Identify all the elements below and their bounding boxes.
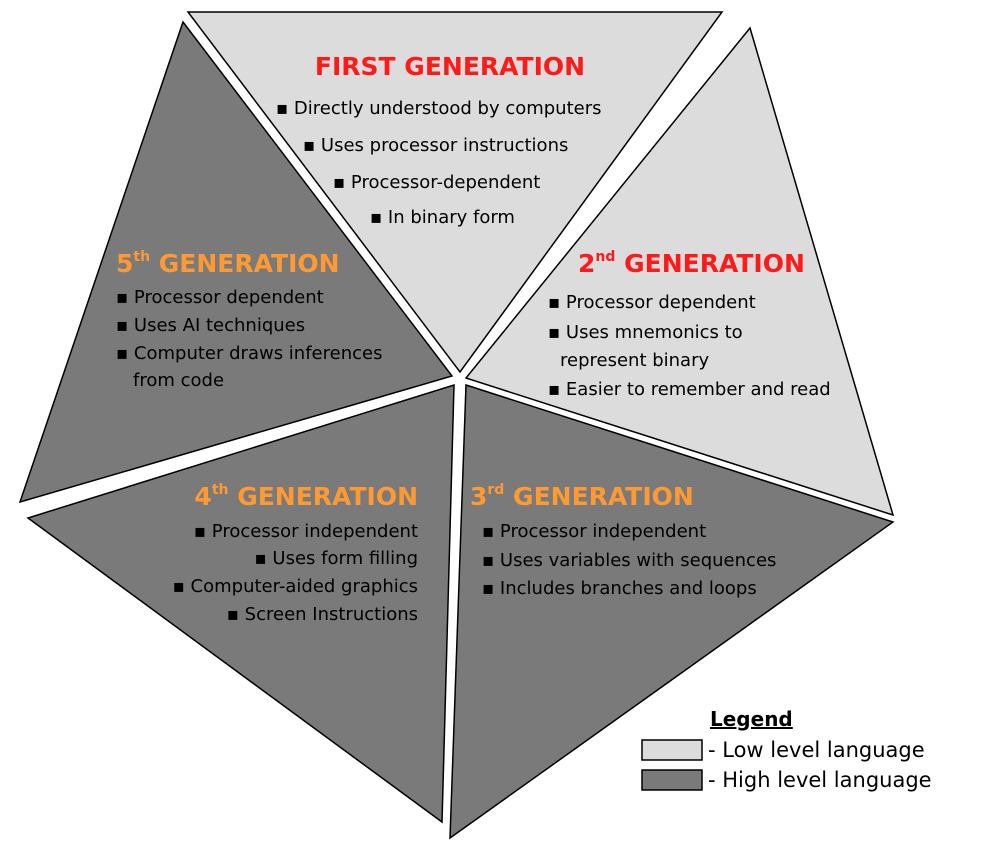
second-bullet-1: ▪ Processor dependent (548, 292, 756, 313)
fourth-bullet-3: ▪ Computer-aided graphics (173, 576, 418, 597)
second-generation-segment (464, 26, 895, 517)
legend-swatch-low-level (641, 739, 703, 761)
second-bullet-3: represent binary (560, 350, 709, 371)
first-bullet-2: ▪ Uses processor instructions (303, 135, 568, 156)
third-generation-segment (449, 383, 895, 840)
fifth-generation-segment (18, 20, 454, 504)
second-generation-title: 2nd GENERATION (578, 249, 805, 278)
fifth-bullet-3: ▪ Computer draws inferences (116, 343, 382, 364)
legend: Legend - Low level language - High level… (641, 707, 932, 792)
first-bullet-1: ▪ Directly understood by computers (276, 98, 602, 119)
second-bullet-4: ▪ Easier to remember and read (548, 379, 831, 400)
third-bullet-3: ▪ Includes branches and loops (482, 578, 757, 599)
first-bullet-3: ▪ Processor-dependent (333, 172, 540, 193)
fourth-bullet-1: ▪ Processor independent (194, 521, 418, 542)
first-generation-title: FIRST GENERATION (315, 52, 585, 81)
legend-label-low-level: - Low level language (708, 738, 925, 762)
first-bullet-4: ▪ In binary form (370, 207, 515, 228)
third-generation-title: 3rd GENERATION (470, 482, 694, 511)
fourth-generation-title: 4th GENERATION (194, 482, 418, 511)
fifth-generation-title: 5th GENERATION (116, 249, 340, 278)
first-generation-segment (186, 11, 724, 374)
fourth-generation-segment (26, 383, 455, 824)
fifth-bullet-1: ▪ Processor dependent (116, 287, 324, 308)
fourth-bullet-4: ▪ Screen Instructions (227, 604, 418, 625)
third-bullet-2: ▪ Uses variables with sequences (482, 550, 776, 571)
third-bullet-1: ▪ Processor independent (482, 521, 706, 542)
fourth-bullet-2: ▪ Uses form filling (254, 548, 418, 569)
legend-swatch-high-level (641, 769, 703, 791)
legend-title: Legend (710, 707, 793, 731)
second-bullet-2: ▪ Uses mnemonics to (548, 322, 743, 343)
fifth-bullet-4: from code (133, 370, 224, 391)
legend-label-high-level: - High level language (708, 768, 932, 792)
fifth-bullet-2: ▪ Uses AI techniques (116, 315, 305, 336)
